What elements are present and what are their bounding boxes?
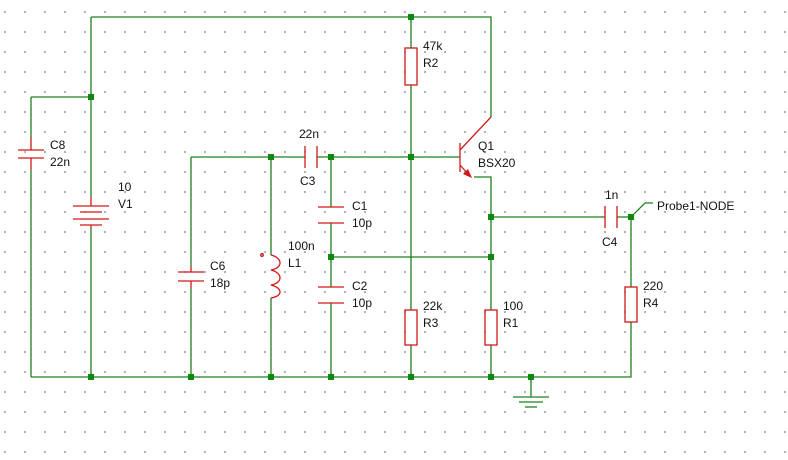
wire-emitter xyxy=(474,176,492,377)
c3-name: C3 xyxy=(300,174,316,188)
r3-value: 22k xyxy=(423,299,443,313)
v1-value: 10 xyxy=(118,180,132,194)
wire-top-rail xyxy=(91,16,492,117)
c1-value: 10p xyxy=(352,216,372,230)
c8-value: 22n xyxy=(50,155,70,169)
transistor-q1-symbol[interactable] xyxy=(459,116,492,178)
wire-probe xyxy=(630,202,653,218)
l1-value: 100n xyxy=(288,239,315,253)
c8-name: C8 xyxy=(50,138,66,152)
capacitor-c3-symbol[interactable] xyxy=(304,146,318,168)
c3-value: 22n xyxy=(299,127,319,141)
c4-value: 1n xyxy=(605,188,618,202)
resistor-r4-symbol[interactable] xyxy=(624,286,638,323)
r1-name: R1 xyxy=(503,316,519,330)
wires xyxy=(30,16,653,397)
r4-name: R4 xyxy=(643,296,659,310)
capacitor-c2-symbol[interactable] xyxy=(318,286,344,304)
capacitor-c8-symbol[interactable] xyxy=(18,137,44,170)
c6-name: C6 xyxy=(210,259,226,273)
resistor-r1-symbol[interactable] xyxy=(484,309,498,346)
c2-name: C2 xyxy=(352,279,368,293)
inductor-l1-symbol[interactable] xyxy=(260,253,281,299)
capacitor-c1-symbol[interactable] xyxy=(318,206,344,224)
c1-name: C1 xyxy=(352,199,368,213)
r2-value: 47k xyxy=(423,39,443,53)
wire-output xyxy=(491,216,632,287)
capacitor-c4-symbol[interactable] xyxy=(604,206,618,228)
probe-label: Probe1-NODE xyxy=(657,199,734,213)
resistor-r3-symbol[interactable] xyxy=(404,309,418,346)
r3-name: R3 xyxy=(423,316,439,330)
battery-v1-symbol[interactable] xyxy=(73,197,109,228)
l1-name: L1 xyxy=(288,256,302,270)
resistor-r2-symbol[interactable] xyxy=(404,47,418,86)
r1-value: 100 xyxy=(503,299,523,313)
r4-value: 220 xyxy=(643,279,663,293)
q1-value: BSX20 xyxy=(478,156,516,170)
c2-value: 10p xyxy=(352,296,372,310)
ground-icon xyxy=(513,396,549,408)
junction-nodes xyxy=(88,14,634,380)
r2-name: R2 xyxy=(423,56,439,70)
v1-name: V1 xyxy=(118,197,133,211)
component-labels: C8 22n 10 V1 C6 18p 100n L1 22n C3 C1 10… xyxy=(50,39,734,330)
c4-name: C4 xyxy=(602,235,618,249)
q1-name: Q1 xyxy=(478,139,494,153)
wire-ground-rail xyxy=(31,322,632,378)
capacitor-c6-symbol[interactable] xyxy=(178,266,204,288)
c6-value: 18p xyxy=(210,276,230,290)
